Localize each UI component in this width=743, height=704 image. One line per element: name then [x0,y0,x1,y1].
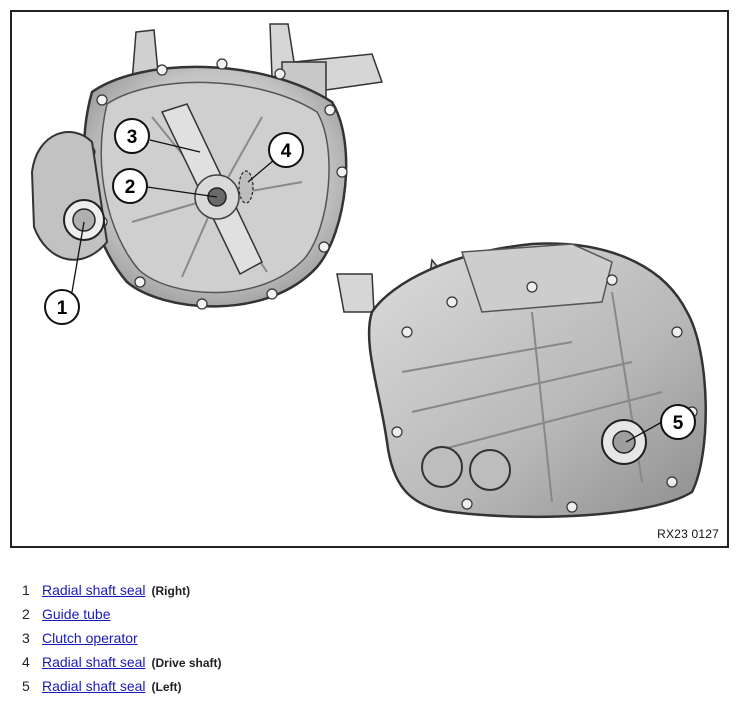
callout-2: 2 [112,168,148,204]
callout-4: 4 [268,132,304,168]
legend-note: (Left) [151,680,182,694]
legend-item: 3 Clutch operator [22,626,222,650]
legend-item: 5 Radial shaft seal (Left) [22,674,222,698]
legend-item: 1 Radial shaft seal (Right) [22,578,222,602]
gearbox-drawing: 1 2 3 4 5 [30,23,707,519]
legend-number: 2 [22,606,30,622]
legend-number: 3 [22,630,30,646]
legend-note: (Drive shaft) [151,656,222,670]
svg-text:4: 4 [281,141,292,162]
legend-number: 4 [22,654,30,670]
callout-1: 1 [44,289,80,325]
legend-item: 2 Guide tube [22,602,222,626]
legend-number: 1 [22,582,30,598]
legend-number: 5 [22,678,30,694]
bell-housing [30,23,384,310]
legend-link-radial-shaft-seal-left[interactable]: Radial shaft seal [42,678,146,694]
callout-leaders [71,139,663,443]
legend-link-radial-shaft-seal-right[interactable]: Radial shaft seal [42,582,146,598]
legend-link-clutch-operator[interactable]: Clutch operator [42,630,138,646]
legend-link-guide-tube[interactable]: Guide tube [42,606,111,622]
svg-text:3: 3 [127,127,138,148]
callout-3: 3 [114,118,150,154]
callout-5: 5 [660,404,696,440]
legend-note: (Right) [151,584,191,598]
svg-text:2: 2 [125,177,136,198]
svg-text:1: 1 [57,298,68,319]
gearbox-case [336,242,707,519]
legend-link-radial-shaft-seal-drive-shaft[interactable]: Radial shaft seal [42,654,146,670]
gearbox-illustration: 1 2 3 4 5 RX23 0127 [10,10,729,548]
figure-code: RX23 0127 [657,527,719,541]
legend-item: 4 Radial shaft seal (Drive shaft) [22,650,222,674]
svg-text:5: 5 [673,413,684,434]
